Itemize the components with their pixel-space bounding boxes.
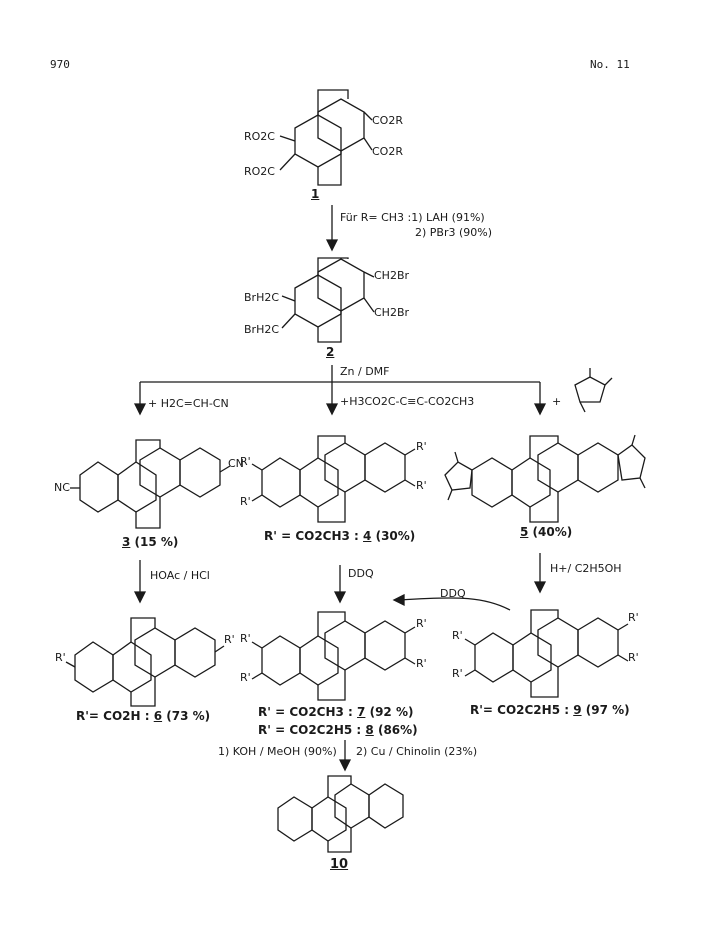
compound-9-yield: (97 %) — [585, 703, 630, 717]
compound-1-structure — [279, 89, 373, 186]
compound-4-caption: R' = CO2CH3 : 4 (30%) — [264, 530, 415, 542]
compound-8-caption: R' = CO2C2H5 : 8 (86%) — [258, 724, 418, 736]
compound-6-structure — [65, 617, 225, 707]
reaction-condition: 2) PBr3 (90%) — [415, 226, 493, 239]
substituent-label: CH2Br — [374, 306, 410, 319]
compound-8-prefix: R' = CO2C2H5 : — [258, 723, 362, 737]
reaction-condition: 2) Cu / Chinolin (23%) — [356, 745, 478, 758]
compound-8-label: 8 — [365, 723, 374, 737]
substituent-label: RO2C — [244, 165, 275, 178]
substituent-label: R' — [240, 455, 251, 468]
compound-9-structure — [464, 609, 629, 698]
compound-4-yield: (30%) — [375, 529, 416, 543]
journal-issue: No. 11 — [590, 58, 630, 71]
substituent-label: R' — [240, 671, 251, 684]
compound-5-structure — [444, 434, 646, 523]
substituent-label: R' — [416, 617, 427, 630]
reaction-condition: 1) KOH / MeOH (90%) — [218, 745, 337, 758]
substituent-label: BrH2C — [244, 291, 280, 304]
compound-3-structure — [70, 439, 231, 529]
compound-10-label: 10 — [330, 857, 349, 872]
compound-7-structure — [251, 611, 416, 701]
compound-5-yield: (40%) — [532, 525, 573, 539]
compound-6-prefix: R'= CO2H : — [76, 709, 150, 723]
compound-8-yield: (86%) — [377, 723, 418, 737]
compound-7-label: 7 — [357, 705, 366, 719]
substituent-label: CH2Br — [374, 269, 410, 282]
compound-4-prefix: R' = CO2CH3 : — [264, 529, 359, 543]
compound-10-structure — [277, 775, 404, 853]
compound-6-caption: R'= CO2H : 6 (73 %) — [76, 710, 210, 722]
substituent-label: R' — [416, 657, 427, 670]
substituent-label: CO2R — [372, 145, 403, 158]
compound-6-label: 6 — [153, 709, 163, 723]
reagent-label: + H2C=CH-CN — [148, 397, 229, 410]
compound-5-caption: 5 (40%) — [520, 526, 572, 538]
reaction-condition: H+/ C2H5OH — [550, 562, 622, 575]
substituent-label: CO2R — [372, 114, 403, 127]
compound-9-label: 9 — [573, 703, 582, 717]
compound-3-label: 3 — [122, 535, 131, 549]
compound-2-structure — [281, 257, 375, 343]
compound-7-yield: (92 %) — [369, 705, 414, 719]
compound-2-label: 2 — [326, 345, 335, 359]
substituent-label: R' — [416, 440, 427, 453]
substituent-label: R' — [628, 651, 639, 664]
compound-9-prefix: R'= CO2C2H5 : — [470, 703, 570, 717]
substituent-label: R' — [55, 651, 66, 664]
compound-4-structure — [251, 435, 416, 523]
substituent-label: CN — [228, 457, 244, 470]
compound-9-caption: R'= CO2C2H5 : 9 (97 %) — [470, 704, 630, 716]
compound-7-caption: R' = CO2CH3 : 7 (92 %) — [258, 706, 413, 718]
compound-3-caption: 3 (15 %) — [122, 536, 178, 548]
substituent-label: BrH2C — [244, 323, 280, 336]
reagent-label: +H3CO2C-C≡C-CO2CH3 — [340, 395, 475, 408]
substituent-label: R' — [452, 667, 463, 680]
substituent-label: R' — [224, 633, 235, 646]
reaction-condition: DDQ — [440, 587, 466, 600]
page-number: 970 — [50, 58, 70, 71]
reagent-label: + — [552, 395, 562, 408]
compound-7-prefix: R' = CO2CH3 : — [258, 705, 353, 719]
compound-1-label: 1 — [311, 187, 320, 201]
reaction-condition: DDQ — [348, 567, 374, 580]
substituent-label: R' — [240, 495, 251, 508]
substituent-label: R' — [240, 632, 251, 645]
substituent-label: R' — [416, 479, 427, 492]
substituent-label: RO2C — [244, 130, 275, 143]
maleic-anhydride-structure — [574, 368, 613, 413]
substituent-label: NC — [54, 481, 70, 494]
reaction-condition: Für R= CH3 :1) LAH (91%) — [340, 211, 485, 224]
compound-5-label: 5 — [520, 525, 529, 539]
substituent-label: R' — [628, 611, 639, 624]
reaction-condition: HOAc / HCl — [150, 569, 210, 582]
compound-6-yield: (73 %) — [166, 709, 211, 723]
compound-3-yield: (15 %) — [134, 535, 179, 549]
compound-4-label: 4 — [363, 529, 372, 543]
reaction-condition: Zn / DMF — [340, 365, 390, 378]
substituent-label: R' — [452, 629, 463, 642]
